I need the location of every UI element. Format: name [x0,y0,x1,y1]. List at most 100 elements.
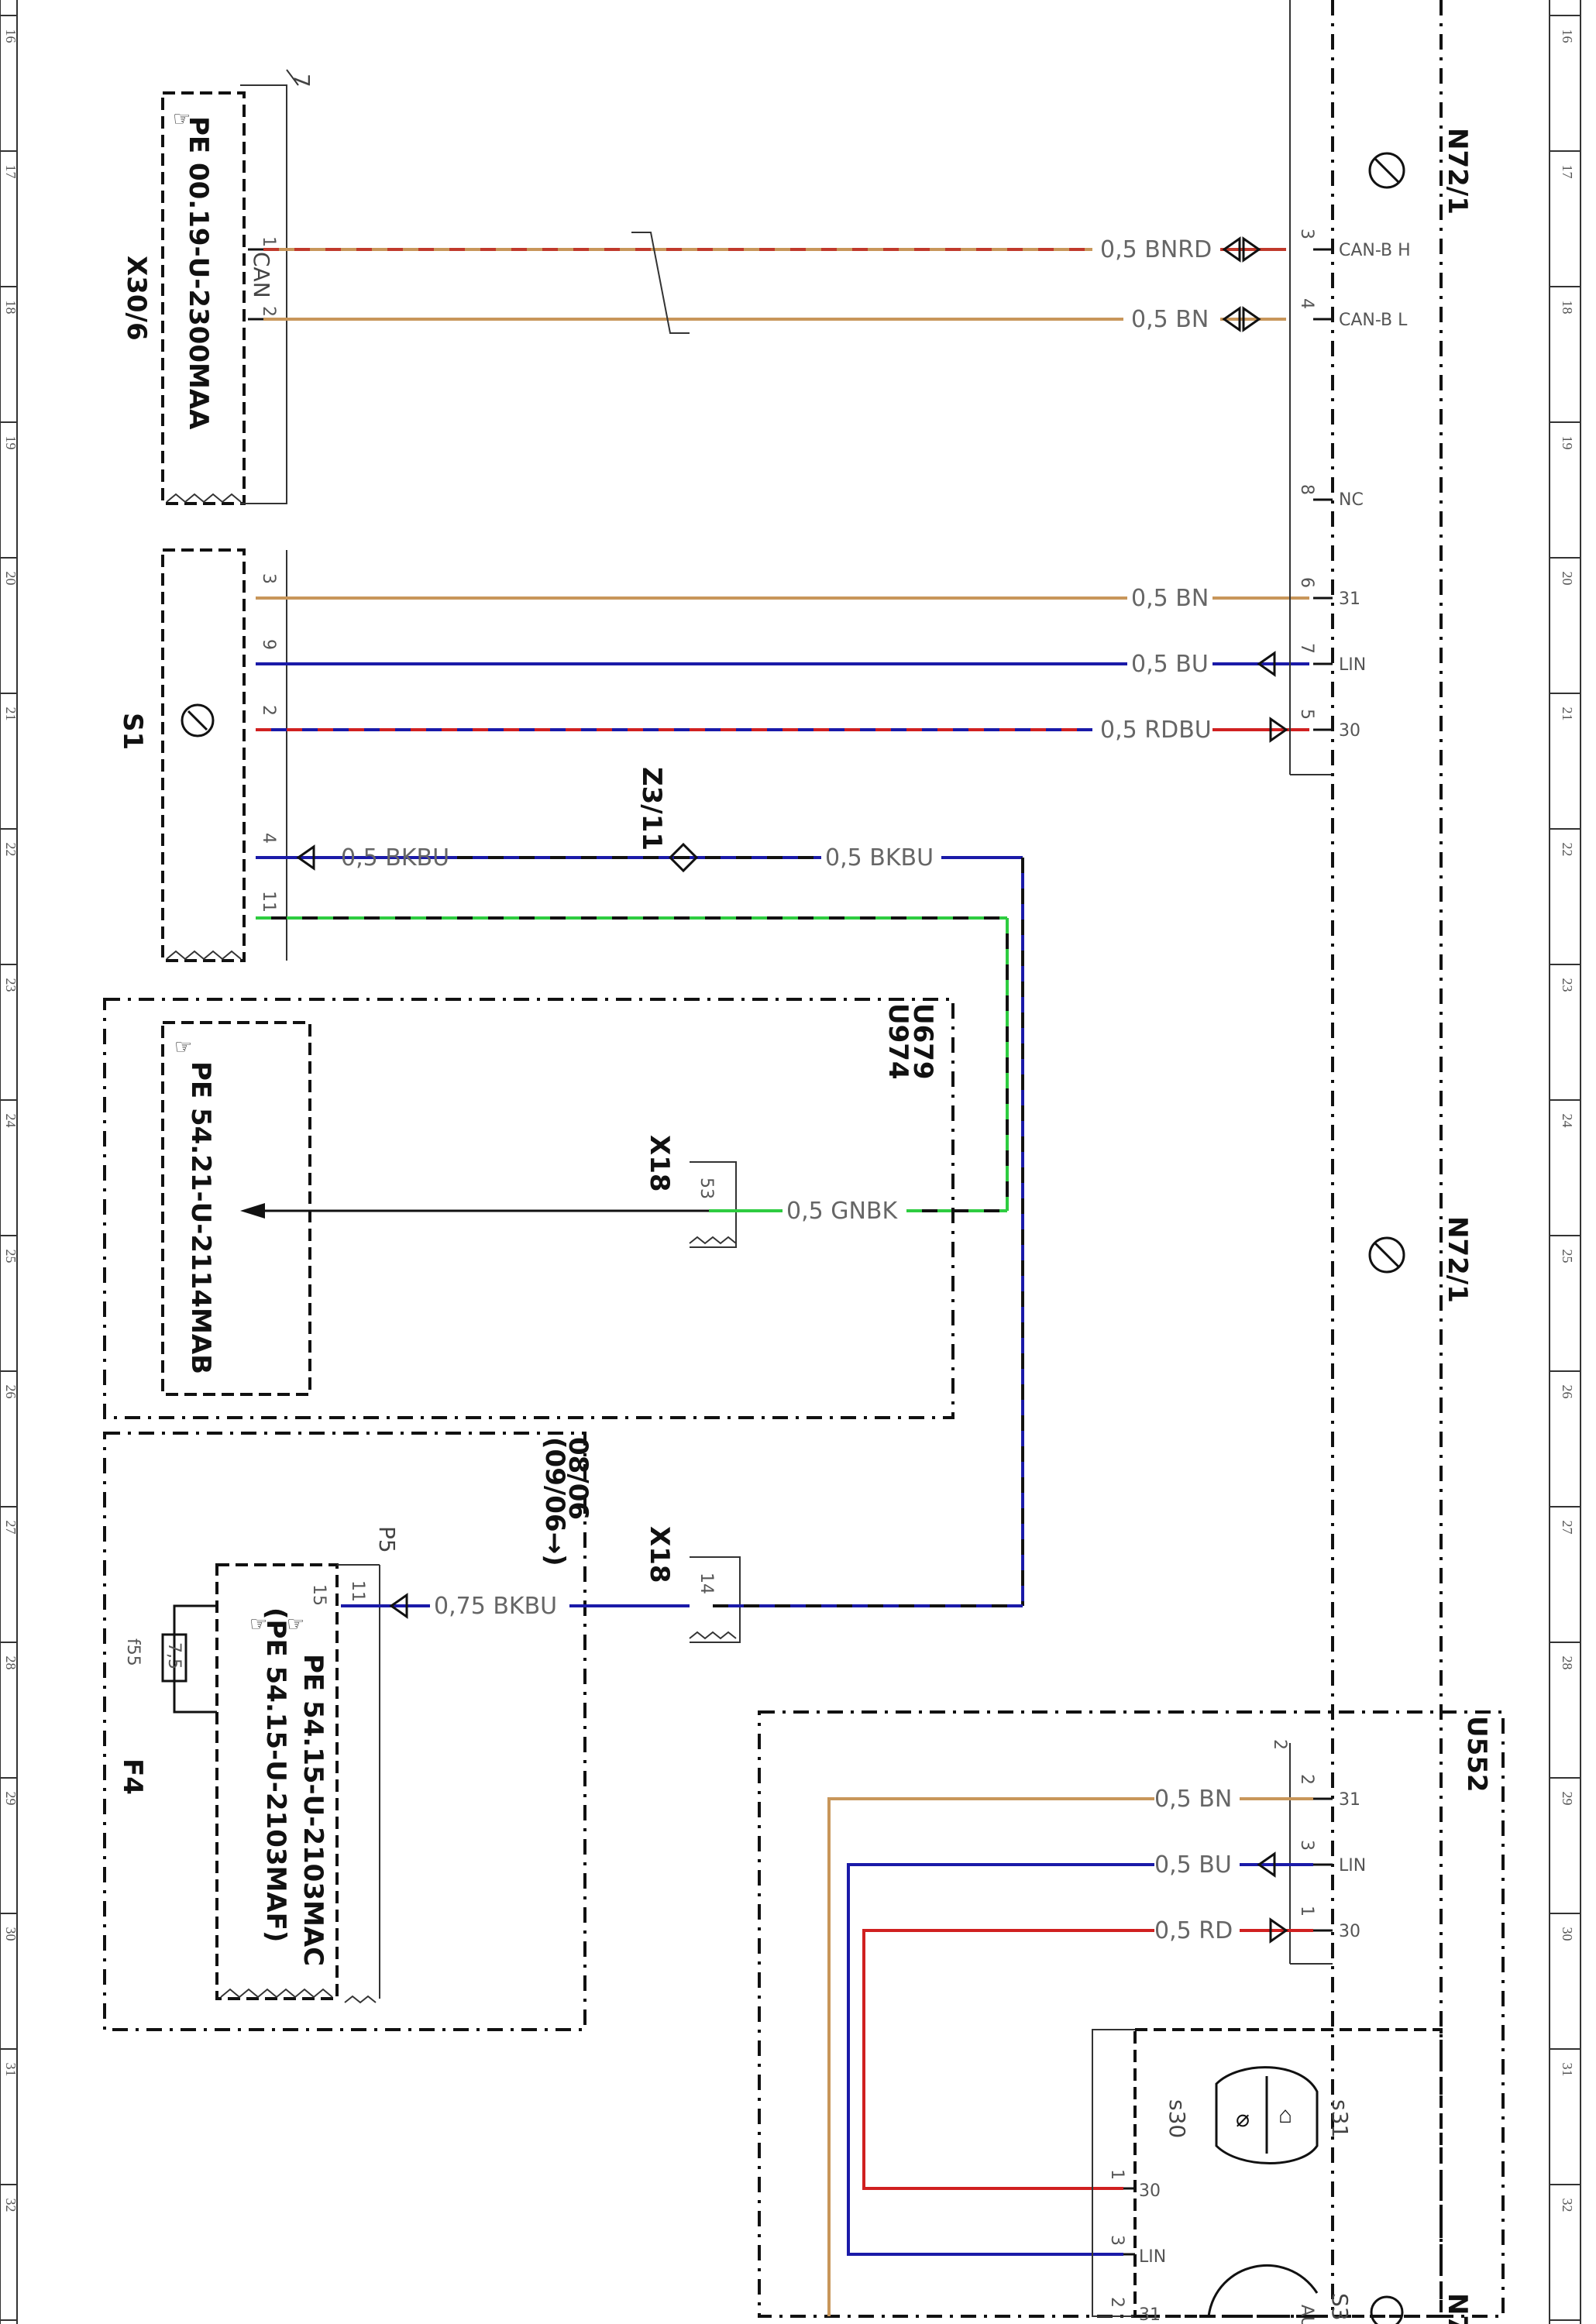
wire-label-bu-u552: 0,5 BU [1154,1851,1232,1879]
ruler-number: 25 [1560,1250,1575,1263]
n72-pin-name-can-h: CAN-B H [1339,241,1411,260]
n72-pin-6: 6 [1297,577,1316,588]
ruler-number: 31 [1560,2063,1575,2077]
u552-pin-name-lin: LIN [1339,1856,1366,1875]
ruler-number: 22 [1560,843,1575,857]
fuse-rating: 7,5 [164,1642,184,1669]
signal-arrow-icon [1269,1917,1288,1944]
washer-icon: ⌂ [1278,2102,1292,2128]
f4-doc-1: PE 54.15-U-2103MAC [298,1654,328,1966]
s30-pin-name-30: 30 [1139,2181,1161,2201]
s30-pin-name-lin: LIN [1139,2247,1166,2267]
ruler-number: 27 [3,1521,19,1535]
ruler-number: 28 [3,1656,19,1670]
u552-pin-name-31: 31 [1339,1790,1360,1810]
s30-pin-3: 3 [1107,2235,1126,2246]
f4-date2: (09/06→) [539,1437,570,1566]
x30-6-id: X30/6 [121,256,152,341]
s1-wires: 0,5 BN 0,5 BU 0,5 RDBU 0,5 BKBU Z3/11 0,… [256,585,1309,1606]
ruler-number: 29 [1560,1792,1575,1806]
x30-6-count: 7 [289,74,315,88]
wire-label-rd-u552: 0,5 RD [1154,1917,1233,1944]
ruler-number: 28 [1560,1656,1575,1670]
can-bus-wires: 0,5 BNRD 0,5 BN [263,232,1286,334]
f4-pin-11: 11 [348,1580,367,1602]
n72-pin-name-can-l: CAN-B L [1339,311,1408,330]
u552-pin-1: 1 [1297,1906,1316,1917]
s31-label: s31 [1327,2099,1353,2138]
signal-arrow-icon [296,844,315,871]
ruler-right [1549,0,1581,2324]
wire-label-bn-u552: 0,5 BN [1154,1786,1232,1813]
ruler-number: 32 [3,2199,19,2212]
signal-arrow-icon [1257,651,1276,677]
x30-6-can-label: CAN [249,252,274,298]
signal-arrow-icon [1269,717,1288,743]
ruler-number: 24 [1560,1114,1575,1128]
n72-pin-8: 8 [1297,484,1316,495]
splice-node-icon [668,842,699,873]
signal-arrow-icon [1257,1851,1276,1878]
wire-label-bu-lin: 0,5 BU [1131,651,1209,678]
auto-label: AUT [1297,2305,1316,2324]
s3-label: S3 [1327,2293,1353,2321]
x30-6-pin-2: 2 [259,306,278,317]
control-unit-icon [181,703,215,737]
control-unit-icon [1370,2295,1404,2324]
ruler-number: 18 [1560,301,1575,315]
switch-housing-icon [1215,2066,1319,2164]
ruler-left [0,0,18,2324]
n72-pin-4: 4 [1297,298,1316,309]
hand-pointer-icon: ☞ [173,108,191,130]
control-unit-icon [1368,1236,1405,1274]
ruler-number: 18 [3,301,19,315]
x30-6-pin-1: 1 [259,236,278,247]
wire-label-bn-can-l: 0,5 BN [1131,306,1209,333]
s30-s31-switch: ⌀ ⌂ s30 s31 1 3 2 30 LIN 31 AUT S3 N7 [1092,2028,1473,2324]
wire-label-bnrd: 0,5 BNRD [1100,236,1212,263]
s1-switch: S1 3 9 2 4 11 [117,548,287,962]
ruler-number: 26 [1560,1385,1575,1399]
x18b-id: X18 [644,1526,675,1583]
ruler-number: 30 [3,1927,19,1941]
ruler-number: 27 [1560,1521,1575,1535]
x18b-pin-14: 14 [697,1573,716,1594]
arrowhead-icon [240,1203,265,1219]
s1-pin-4: 4 [259,833,278,844]
x30-6-doc-ref: PE 00.19-U-2300MAA [183,116,214,430]
s1-id: S1 [117,713,148,750]
wiper-icon: ⌀ [1236,2106,1250,2132]
ruler-number: 21 [1560,707,1575,721]
ruler-number: 32 [1560,2199,1575,2212]
n72-1-module: N72/1 N72/1 3 4 8 6 7 5 CAN-B H CAN-B L … [1289,0,1473,2316]
ruler-number: 17 [3,165,19,179]
x18-lower-connector: 14 X18 [644,1526,1023,1643]
n72-1-mid-id: N72/1 [1442,1216,1473,1303]
ruler-number: 31 [3,2063,19,2077]
f4-doc-2: (PE 54.15-U-2103MAF) [260,1607,291,1942]
x18-pin-53: 53 [697,1177,716,1199]
fuse-icon [161,1633,187,1683]
wire-label-bkbu-b: 0,5 BKBU [825,844,934,871]
wire-label-rdbu: 0,5 RDBU [1100,717,1212,744]
s30-label: s30 [1164,2099,1190,2138]
wire-label-075-bkbu: 0,75 BKBU [434,1593,557,1620]
n72-pin-name-30: 30 [1339,721,1360,741]
ruler-number: 24 [3,1114,19,1128]
u552-pin-2: 2 [1297,1774,1316,1785]
ruler-number: 16 [1560,29,1575,43]
ruler-number: 26 [3,1385,19,1399]
ruler-number: 29 [3,1792,19,1806]
u552-count: 2 [1270,1739,1289,1750]
ruler-number: 23 [3,978,19,992]
s1-pin-3: 3 [259,573,278,584]
n72-pin-3: 3 [1297,229,1316,239]
ruler-number: 16 [3,29,19,43]
f4-p5: P5 [374,1526,400,1553]
wire-label-gnbk: 0,5 GNBK [786,1198,899,1225]
f4-date: 08/06 [562,1437,593,1520]
connector-arrow-icon [1222,236,1261,263]
n72-pin-5: 5 [1297,709,1316,720]
ruler-number: 20 [1560,572,1575,586]
wire-label-bkbu-a: 0,5 BKBU [341,844,449,871]
